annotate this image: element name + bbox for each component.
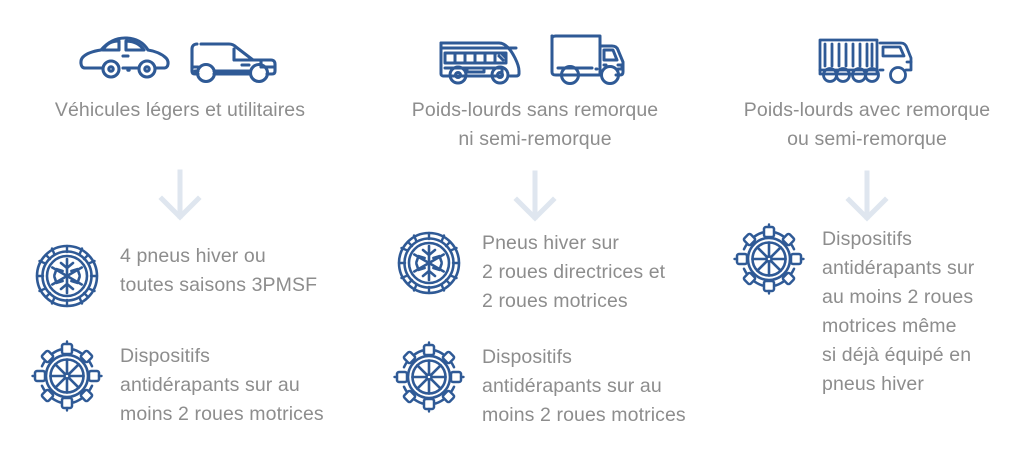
requirement-text-line: 2 roues directrices et [482,261,666,283]
snow-tire-icon [390,224,468,302]
category-label-line: Poids-lourds avec remorque [743,99,991,121]
vehicle-icon-group-3 [710,0,1024,96]
arrow-down-3 [710,164,1024,234]
requirement-row: 4 pneus hiver ou toutes saisons 3PMSF [28,237,360,315]
semi-trailer-truck-icon [813,30,921,88]
requirement-text-line: Dispositifs [120,345,210,367]
requirement-text: 4 pneus hiver ou toutes saisons 3PMSF [120,237,317,300]
category-label-line: Poids-lourds sans remorque [411,99,659,121]
requirement-list-1: 4 pneus hiver ou toutes saisons 3PMSF [0,237,360,429]
requirement-text-line: antidérapants sur au [120,374,300,396]
requirement-row: Dispositifs antidérapants sur au moins 2… [730,220,1024,399]
requirement-text-line: si déjà équipé en [822,344,972,366]
requirement-text: Dispositifs antidérapants sur au moins 2… [482,338,686,430]
requirement-text-line: antidérapants sur [822,257,975,279]
column-poids-lourds-avec-remorque: Poids-lourds avec remorque ou semi-remor… [710,0,1024,475]
requirement-text-line: moins 2 roues motrices [120,403,324,425]
bus-icon [436,30,528,88]
requirement-list-2: Pneus hiver sur 2 roues directrices et 2… [360,224,710,430]
arrow-down-1 [0,163,360,233]
column-poids-lourds-sans-remorque: Poids-lourds sans remorque ni semi-remor… [360,0,710,475]
requirement-row: Pneus hiver sur 2 roues directrices et 2… [390,224,710,316]
requirement-row: Dispositifs antidérapants sur au moins 2… [390,338,710,430]
category-label-line: Véhicules légers et utilitaires [54,99,306,121]
snow-tire-icon [28,237,106,315]
category-label-line: ni semi-remorque [458,128,612,150]
arrow-down-2 [360,164,710,234]
requirement-text-line: Dispositifs [482,346,572,368]
category-label-3: Poids-lourds avec remorque ou semi-remor… [710,96,1024,154]
requirement-text: Dispositifs antidérapants sur au moins 2… [822,220,974,399]
column-vehicules-legers: Véhicules légers et utilitaires [0,0,360,475]
category-label-2: Poids-lourds sans remorque ni semi-remor… [360,96,710,154]
requirement-list-3: Dispositifs antidérapants sur au moins 2… [710,220,1024,399]
snow-chain-icon [28,337,106,415]
snow-chain-icon [730,220,808,298]
requirement-text-line: pneus hiver [822,373,924,395]
down-arrow-icon [507,169,563,230]
category-label-line: ou semi-remorque [787,128,947,150]
truck-icon [542,28,634,90]
requirement-text-line: moins 2 roues motrices [482,404,686,426]
requirement-row: Dispositifs antidérapants sur au moins 2… [28,337,360,429]
van-icon [187,30,283,88]
car-icon [77,30,173,88]
down-arrow-icon [152,168,208,229]
requirement-text-line: antidérapants sur au [482,375,662,397]
snow-chain-icon [390,338,468,416]
requirement-text-line: au moins 2 roues [822,286,974,308]
requirement-text-line: Dispositifs [822,228,912,250]
category-label-1: Véhicules légers et utilitaires [0,96,360,125]
down-arrow-icon [839,169,895,230]
requirement-text-line: motrices même [822,315,957,337]
requirement-text: Dispositifs antidérapants sur au moins 2… [120,337,324,429]
requirement-text-line: 2 roues motrices [482,290,628,312]
requirement-text-line: 4 pneus hiver ou [120,245,266,267]
requirement-text-line: toutes saisons 3PMSF [120,274,318,296]
requirement-text: Pneus hiver sur 2 roues directrices et 2… [482,224,665,316]
vehicle-icon-group-1 [0,0,360,96]
vehicle-icon-group-2 [360,0,710,96]
requirement-text-line: Pneus hiver sur [482,232,619,254]
